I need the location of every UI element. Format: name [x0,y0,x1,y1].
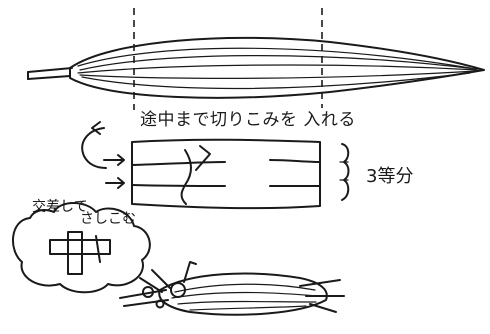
cut-instruction-label: 途中まで切りこみを 入れる [140,112,356,129]
leaf-stem-lower [28,76,70,79]
arrow-right-icon [106,178,124,188]
horizontal-strip [50,240,110,254]
arrow-right-icon [104,155,124,165]
leaf-rectangle [132,140,320,208]
split-three-label: 3等分 [366,168,413,186]
leaf-stem [28,68,72,72]
finished-wrap-illustration [120,262,344,315]
three-part-brace [342,144,349,200]
cut-section-illustration [82,122,348,208]
whole-leaf-illustration [28,8,484,110]
cross-label-line2: さしこむ [80,212,136,226]
curved-arrow-icon [82,128,106,168]
